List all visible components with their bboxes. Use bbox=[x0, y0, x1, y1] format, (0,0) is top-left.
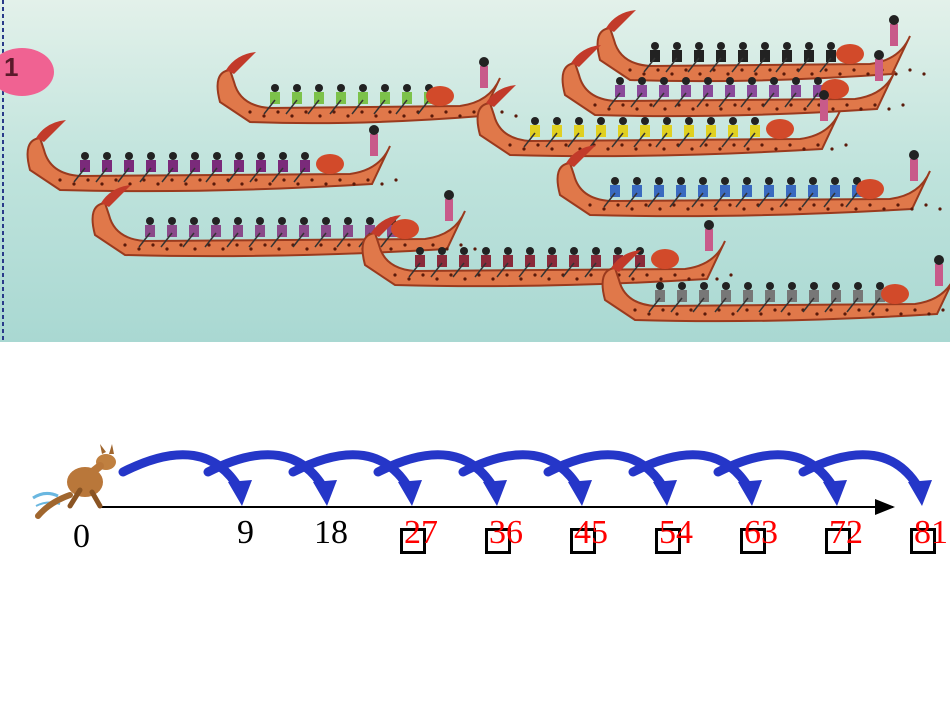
tick-label-answer: 81 bbox=[914, 514, 948, 551]
jump-arrow-icon bbox=[118, 450, 245, 495]
jump-arrowhead-icon bbox=[483, 480, 507, 506]
tick-label-given: 9 bbox=[237, 514, 254, 551]
answer-box[interactable] bbox=[655, 528, 681, 554]
dragon-boat-illustration bbox=[0, 0, 950, 342]
tick-label-answer: 45 bbox=[574, 514, 608, 551]
dragon-boat-icon bbox=[556, 145, 942, 218]
number-badge-icon bbox=[0, 48, 54, 96]
dragon-boat-icon bbox=[601, 250, 950, 323]
tick-label-answer: 72 bbox=[829, 514, 863, 551]
jump-arrow-icon bbox=[458, 450, 585, 495]
jump-arrowhead-icon bbox=[568, 480, 592, 506]
jump-arrowhead-icon bbox=[908, 480, 932, 506]
jump-arrowhead-icon bbox=[228, 480, 252, 506]
dragon-boat-icon bbox=[216, 52, 518, 125]
answer-box[interactable] bbox=[570, 528, 596, 554]
answer-box[interactable] bbox=[740, 528, 766, 554]
tick-label-answer: 54 bbox=[659, 514, 693, 551]
dragon-boat-icon bbox=[26, 120, 398, 193]
answer-box[interactable] bbox=[485, 528, 511, 554]
dragon-boat-icon bbox=[561, 45, 905, 118]
dragon-boat-icon bbox=[596, 10, 926, 83]
jump-arrowhead-icon bbox=[823, 480, 847, 506]
dragon-boat-scene: 1 bbox=[0, 0, 950, 342]
dragon-boat-icon bbox=[476, 85, 848, 158]
jump-arrowhead-icon bbox=[738, 480, 762, 506]
jump-arrowhead-icon bbox=[313, 480, 337, 506]
kangaroo-icon bbox=[32, 444, 116, 519]
jump-arrow-icon bbox=[543, 450, 670, 495]
tick-label-answer: 27 bbox=[404, 514, 438, 551]
number-line-graphic bbox=[32, 444, 932, 519]
jump-arrow-icon bbox=[373, 450, 500, 495]
tick-label-0: 0 bbox=[73, 518, 90, 555]
tick-label-answer: 63 bbox=[744, 514, 778, 551]
jump-arrow-icon bbox=[713, 450, 840, 495]
answer-box[interactable] bbox=[400, 528, 426, 554]
tick-label-answer: 36 bbox=[489, 514, 523, 551]
jump-arrow-icon bbox=[628, 450, 755, 495]
jump-arrowhead-icon bbox=[398, 480, 422, 506]
answer-box[interactable] bbox=[910, 528, 936, 554]
number-line: 0 9 18 27 36 45 54 63 72 81 bbox=[0, 440, 950, 580]
answer-box[interactable] bbox=[825, 528, 851, 554]
jump-arrow-icon bbox=[798, 450, 925, 495]
jump-arrow-icon bbox=[288, 450, 415, 495]
badge-number: 1 bbox=[4, 52, 19, 82]
tick-label-given: 18 bbox=[314, 514, 348, 551]
jump-arrowhead-icon bbox=[653, 480, 677, 506]
dragon-boat-icon bbox=[361, 215, 733, 288]
jump-arrow-icon bbox=[203, 450, 330, 495]
